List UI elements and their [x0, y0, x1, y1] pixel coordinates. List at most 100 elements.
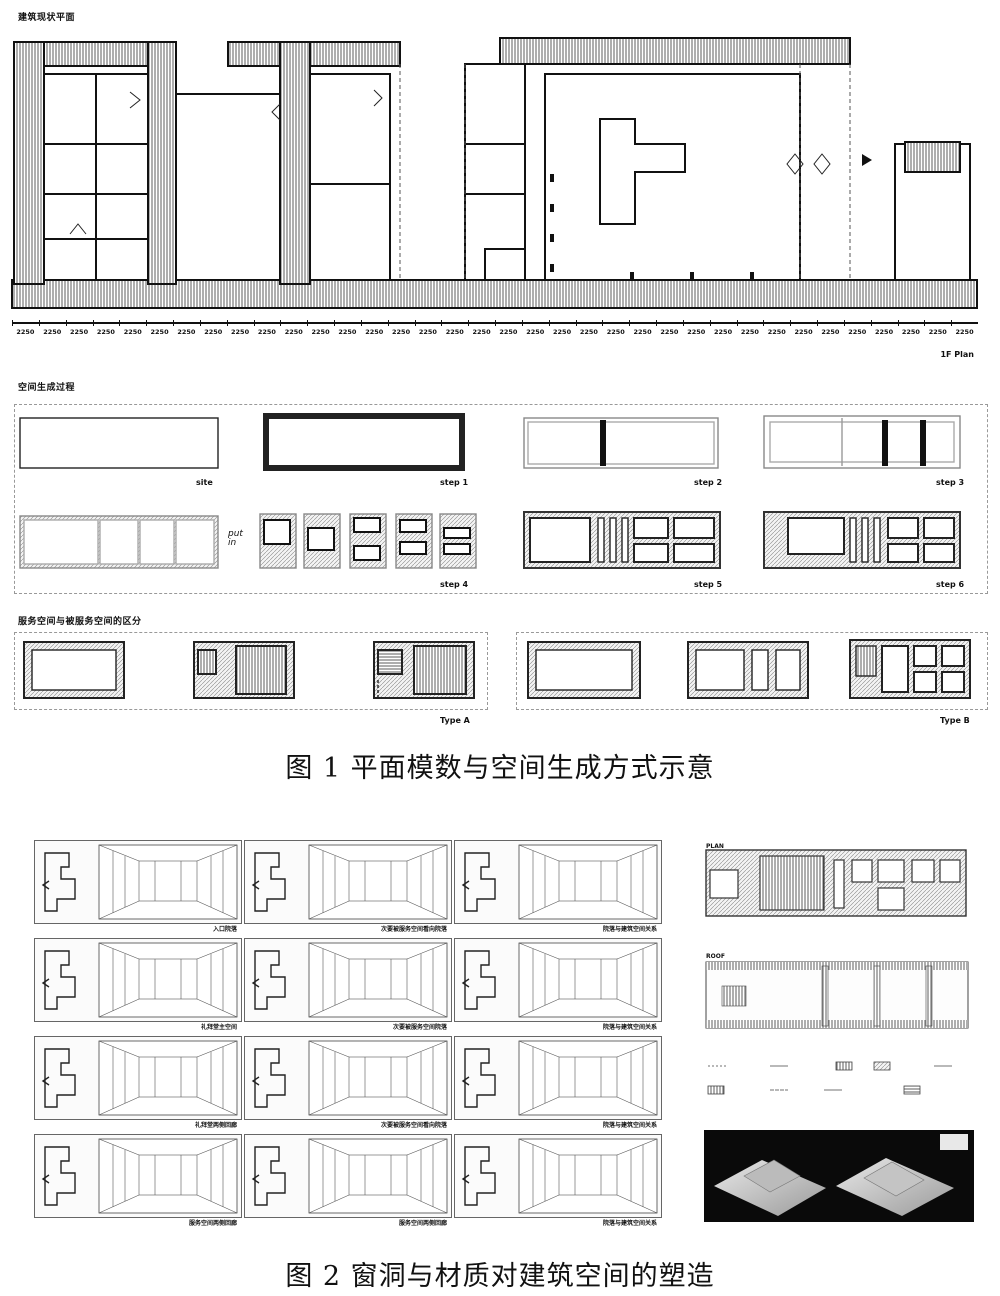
sketch-caption: 院落与建筑空间关系 — [602, 926, 657, 933]
dimension-tick — [817, 320, 818, 326]
dimension-tick — [736, 320, 738, 326]
perspective-sketch — [461, 1138, 658, 1214]
step-label-3: step 3 — [936, 478, 965, 487]
dimension-value: 2250 — [150, 328, 169, 336]
type-b-label: Type B — [940, 716, 970, 725]
dimension-value: 2250 — [767, 328, 786, 336]
dimension-tick — [92, 320, 94, 326]
step-label-5: step 5 — [694, 580, 723, 589]
dimension-tick — [387, 320, 389, 326]
dimension-tick — [468, 320, 470, 326]
dimension-value: 2250 — [43, 328, 62, 336]
sketch-panel: 服务空间两侧回廊 — [244, 1134, 452, 1227]
perspective-sketch — [41, 942, 238, 1018]
sketch-caption: 礼拜堂两侧回廊 — [194, 1122, 237, 1129]
sketch-panel: 次要被服务空间看向院落 — [244, 1036, 452, 1129]
dimension-tick — [843, 320, 845, 326]
dimension-value: 2250 — [740, 328, 759, 336]
legend-icons — [707, 1061, 952, 1095]
roof-plan-drawing — [705, 849, 967, 917]
dimension-tick — [682, 320, 684, 326]
sketch-caption: 入口院落 — [212, 926, 237, 933]
dimension-value: 2250 — [257, 328, 276, 336]
dimension-tick — [360, 320, 362, 326]
dimension-tick — [924, 320, 926, 326]
dimension-value: 2250 — [660, 328, 679, 336]
process-diagrams — [19, 413, 961, 569]
dimension-value: 2250 — [553, 328, 572, 336]
dimension-value: 2250 — [365, 328, 384, 336]
dimension-tick — [709, 320, 711, 326]
sketch-caption: 礼拜堂主空间 — [200, 1024, 237, 1031]
dimension-value: 2250 — [633, 328, 652, 336]
roof-tag: ROOF — [706, 953, 725, 960]
step-label-2: step 2 — [694, 478, 723, 487]
dimension-value: 2250 — [499, 328, 518, 336]
dimension-tick — [656, 320, 657, 326]
sketch-panel: 次要被服务空间看向院落 — [244, 840, 452, 933]
sketch-panel: 次要被服务空间院落 — [244, 938, 452, 1031]
perspective-sketch — [251, 1138, 448, 1214]
perspective-sketch — [41, 1138, 238, 1214]
dimension-tick — [12, 320, 13, 326]
sketch-caption: 院落与建筑空间关系 — [602, 1122, 657, 1129]
dimension-tick — [173, 320, 174, 326]
figure-2-caption: 图 2 窗洞与材质对建筑空间的塑造 — [285, 1261, 715, 1292]
plan-label: 1F Plan — [940, 350, 974, 359]
sketch-panel: 院落与建筑空间关系 — [454, 938, 662, 1031]
dimension-tick — [441, 320, 443, 326]
dimension-value: 2250 — [70, 328, 89, 336]
dimension-value: 2250 — [875, 328, 894, 336]
dimension-tick — [790, 320, 792, 326]
sketch-caption: 次要被服务空间看向院落 — [380, 1122, 447, 1129]
sketch-panel: 入口院落 — [34, 840, 242, 933]
perspective-sketch — [461, 942, 658, 1018]
dimension-tick — [65, 320, 67, 326]
dimension-tick — [602, 320, 604, 326]
floor-plan-drawing — [11, 37, 978, 309]
dimension-value: 2250 — [687, 328, 706, 336]
model-photos — [704, 1130, 974, 1222]
dimension-value: 2250 — [821, 328, 840, 336]
dimension-tick — [521, 320, 523, 326]
sketch-caption: 服务空间两侧回廊 — [398, 1220, 447, 1227]
roof-drawing — [705, 961, 969, 1029]
dimension-tick — [414, 320, 416, 326]
sketch-caption: 院落与建筑空间关系 — [602, 1024, 657, 1031]
type-b-panel — [516, 632, 988, 710]
plan-tag: PLAN — [706, 843, 724, 850]
dimension-tick — [146, 320, 148, 326]
dimension-tick — [334, 320, 335, 326]
dimension-tick — [495, 320, 496, 326]
section-title-service: 服务空间与被服务空间的区分 — [18, 617, 142, 627]
perspective-sketch — [41, 844, 238, 920]
dimension-tick — [253, 320, 255, 326]
sketch-caption: 服务空间两侧回廊 — [188, 1220, 237, 1227]
dimension-value: 2250 — [928, 328, 947, 336]
step-label-1: step 1 — [440, 478, 469, 487]
dimension-value: 2250 — [16, 328, 35, 336]
dimension-value: 2250 — [177, 328, 196, 336]
dimension-tick — [548, 320, 550, 326]
dimension-value: 2250 — [96, 328, 115, 336]
dimension-value: 2250 — [901, 328, 920, 336]
perspective-sketch — [251, 942, 448, 1018]
dimension-tick — [226, 320, 228, 326]
dimension-tick — [951, 320, 953, 326]
dimension-labels: 2250 2250 2250 2250 2250 2250 2250 2250 2250 2250… — [12, 320, 978, 340]
dimension-tick — [575, 320, 577, 326]
dimension-value: 2250 — [526, 328, 545, 336]
dimension-value: 2250 — [579, 328, 598, 336]
dimension-tick — [199, 320, 201, 326]
dimension-value: 2250 — [311, 328, 330, 336]
type-a-label: Type A — [440, 716, 470, 725]
dimension-value: 2250 — [231, 328, 250, 336]
sketch-panel: 服务空间两侧回廊 — [34, 1134, 242, 1227]
dimension-value: 2250 — [204, 328, 223, 336]
sketch-panel: 院落与建筑空间关系 — [454, 840, 662, 933]
dimension-tick — [897, 320, 899, 326]
sketch-panel: 院落与建筑空间关系 — [454, 1134, 662, 1227]
section-title-generation: 空间生成过程 — [18, 383, 76, 393]
step-label-6: step 6 — [936, 580, 965, 589]
dimension-tick — [307, 320, 309, 326]
